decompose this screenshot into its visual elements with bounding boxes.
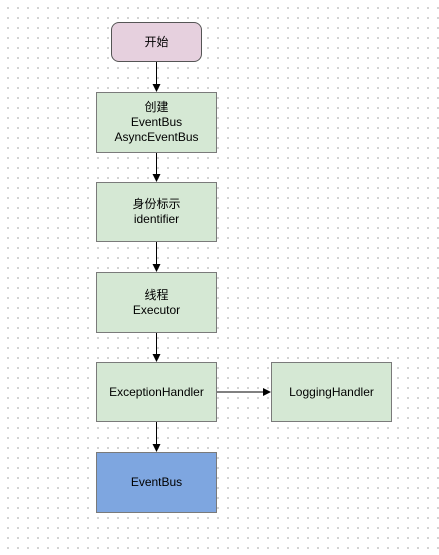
create-node-title: 创建 bbox=[144, 100, 169, 114]
identifier-node-title: 身份标示 bbox=[132, 197, 181, 211]
exception-handler-label: ExceptionHandler bbox=[109, 384, 204, 399]
eventbus-end-node[interactable]: EventBus bbox=[96, 452, 217, 513]
logging-handler-node[interactable]: LoggingHandler bbox=[271, 362, 392, 422]
executor-node[interactable]: 线程 Executor bbox=[96, 272, 217, 333]
create-eventbus-node[interactable]: 创建 EventBus AsyncEventBus bbox=[96, 92, 217, 153]
logging-handler-label: LoggingHandler bbox=[289, 384, 374, 399]
executor-node-title: 线程 bbox=[144, 287, 169, 302]
exception-handler-node[interactable]: ExceptionHandler bbox=[96, 362, 217, 422]
start-node[interactable]: 开始 bbox=[111, 22, 202, 62]
identifier-node-text: identifier bbox=[133, 212, 180, 226]
identifier-node[interactable]: 身份标示 identifier bbox=[96, 182, 217, 242]
create-node-eventbus: EventBus bbox=[130, 115, 183, 129]
create-node-asynceventbus: AsyncEventBus bbox=[114, 130, 199, 144]
eventbus-end-label: EventBus bbox=[130, 475, 183, 489]
start-node-label: 开始 bbox=[144, 34, 169, 49]
executor-node-text: Executor bbox=[132, 302, 181, 317]
